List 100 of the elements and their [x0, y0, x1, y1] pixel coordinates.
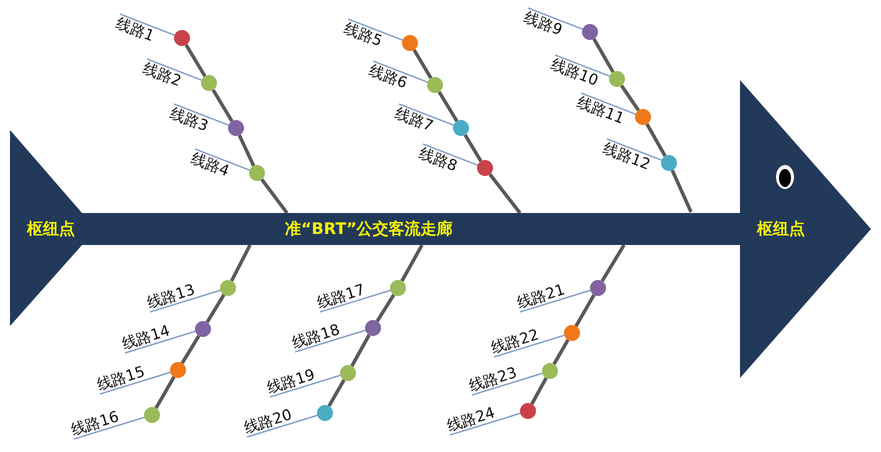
leader-line: [348, 18, 403, 41]
bone-line: [260, 178, 288, 214]
bone-line: [592, 38, 615, 73]
hub-label: 枢纽点: [757, 219, 805, 239]
bone-line: [376, 294, 396, 322]
route-dot: [340, 365, 356, 381]
bone-line: [645, 123, 667, 157]
leader-line: [398, 103, 454, 126]
bone-line: [184, 44, 206, 78]
route-label: 线路21: [514, 280, 567, 312]
bone-line: [464, 134, 482, 162]
route-label: 线路7: [392, 104, 436, 136]
route-label: 线路22: [488, 325, 541, 357]
bone-line: [412, 48, 432, 80]
hub-label: 枢纽点: [27, 219, 75, 239]
route-label: 线路20: [242, 405, 294, 437]
leader-line: [124, 330, 196, 354]
bone-line: [670, 170, 693, 213]
route-dot: [520, 403, 536, 419]
bone-line: [212, 88, 234, 122]
route-dot: [542, 363, 558, 379]
route-label: 线路12: [600, 139, 653, 174]
route-dot: [144, 407, 160, 423]
leader-line: [472, 372, 543, 396]
route-dot: [582, 24, 598, 40]
bone-line: [154, 376, 176, 409]
route-label: 线路19: [264, 365, 317, 397]
route-label: 线路10: [548, 55, 601, 90]
leader-line: [372, 60, 428, 83]
fish-head-shape: [740, 80, 872, 378]
route-dot: [427, 77, 443, 93]
route-dot: [365, 320, 381, 336]
leader-line: [74, 416, 145, 440]
corridor-band: [90, 213, 740, 245]
route-dot: [174, 30, 190, 46]
route-label: 线路11: [574, 93, 627, 128]
route-label: 线路8: [416, 144, 460, 176]
route-label: 线路14: [120, 321, 172, 353]
bone-line: [552, 339, 570, 365]
route-label: 线路3: [168, 104, 211, 136]
route-label: 线路16: [68, 407, 121, 439]
bone-line: [238, 134, 256, 166]
leader-line: [580, 92, 636, 115]
route-label: 线路17: [314, 280, 367, 312]
route-dot: [170, 362, 186, 378]
leader-line: [422, 143, 478, 166]
leader-line: [554, 54, 610, 77]
leader-line: [494, 334, 565, 358]
leader-line: [146, 58, 202, 81]
leader-line: [294, 330, 366, 353]
corridor-title: 准“BRT”公交客流走廊: [285, 219, 453, 239]
bone-line: [488, 173, 522, 214]
leader-line: [246, 414, 318, 438]
route-dot: [249, 165, 265, 181]
route-label: 线路23: [466, 363, 519, 395]
bone-line: [327, 379, 346, 407]
bone-line: [438, 90, 458, 122]
route-label: 线路2: [140, 59, 184, 90]
leader-line: [194, 148, 250, 171]
route-dot: [317, 405, 333, 421]
route-label: 线路24: [444, 403, 497, 435]
bone-line: [180, 334, 200, 364]
route-label: 线路13: [144, 280, 197, 312]
leader-line: [150, 290, 221, 313]
leader-line: [100, 372, 171, 395]
leader-line: [520, 290, 591, 313]
route-label: 线路4: [188, 149, 232, 180]
route-dot: [201, 75, 217, 91]
route-label: 线路6: [366, 61, 410, 92]
route-dot: [477, 160, 493, 176]
fish-tail-shape: [10, 130, 90, 326]
route-dot: [390, 280, 406, 296]
leader-line: [120, 13, 175, 36]
route-dot: [609, 71, 625, 87]
route-dot: [453, 120, 469, 136]
bone-line: [230, 244, 252, 282]
route-label: 线路15: [94, 362, 147, 394]
leader-line: [270, 374, 341, 398]
route-dot: [228, 120, 244, 136]
route-label: 线路5: [342, 19, 385, 50]
route-dot: [564, 325, 580, 341]
bone-line: [600, 244, 626, 282]
route-dot: [635, 109, 651, 125]
bone-line: [620, 84, 640, 112]
route-label: 线路1: [114, 14, 157, 46]
bone-line: [574, 294, 596, 327]
route-dot: [590, 280, 606, 296]
route-label: 线路18: [290, 320, 342, 352]
bone-line: [400, 244, 424, 282]
leader-line: [450, 412, 521, 436]
route-dot: [220, 280, 236, 296]
route-dot: [661, 155, 677, 171]
route-label: 线路9: [522, 8, 565, 40]
route-dot: [402, 35, 418, 51]
bone-line: [206, 294, 226, 324]
leader-line: [606, 138, 662, 161]
leader-line: [320, 290, 391, 313]
bone-line: [350, 334, 371, 367]
route-dot: [195, 321, 211, 337]
leader-line: [528, 7, 583, 30]
